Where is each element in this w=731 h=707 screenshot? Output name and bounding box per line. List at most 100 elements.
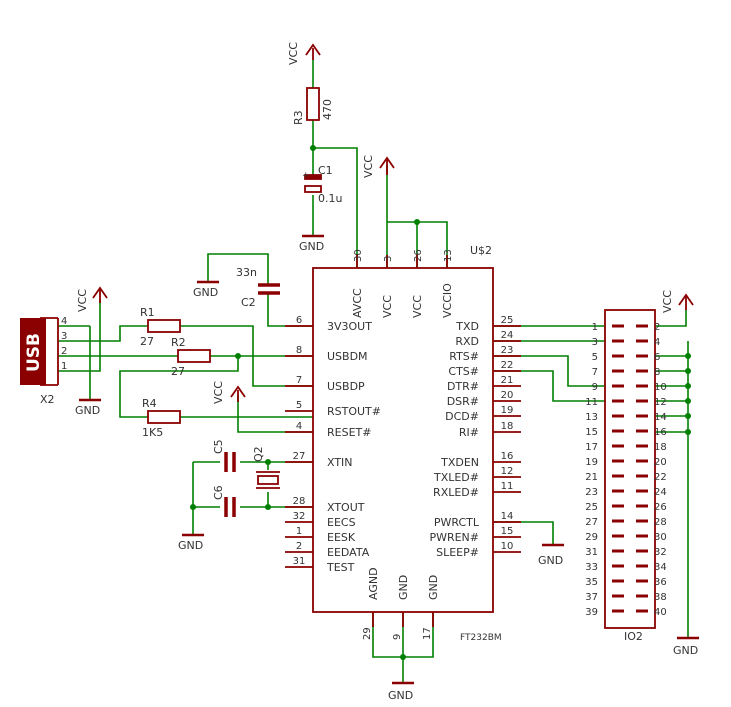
c2-label: C2 <box>241 296 256 309</box>
ic-model: FT232BM <box>460 633 502 643</box>
ic-pin-name: RXD <box>455 335 479 348</box>
header-pin-number: 29 <box>585 532 598 543</box>
header-pin-number: 39 <box>585 607 598 618</box>
header-pin-number: 4 <box>654 337 660 348</box>
junction <box>685 383 691 389</box>
junction <box>265 459 271 465</box>
r2-resistor <box>177 349 211 363</box>
ic-right-stubs <box>493 325 521 553</box>
ic-pin-number: 26 <box>413 249 424 262</box>
header-pin-number: 7 <box>592 367 598 378</box>
header-pin-number: 19 <box>585 457 598 468</box>
junction <box>414 219 420 225</box>
header-io2-body <box>604 309 656 629</box>
header-pin-number: 40 <box>654 607 667 618</box>
ic-pin-number: 28 <box>293 496 306 507</box>
ic-pin-number: 12 <box>501 466 514 477</box>
wire-c2-gnd <box>207 253 269 284</box>
ic-pin-name: RESET# <box>327 426 371 439</box>
header-pin-number: 1 <box>592 322 598 333</box>
r2-label: R2 <box>171 336 186 349</box>
vcc-label: VCC <box>212 381 225 404</box>
header-pin-number: 26 <box>654 502 667 513</box>
ic-pin-name: DCD# <box>445 410 479 423</box>
ic-pin-name: USBDP <box>327 380 365 393</box>
ic-pin-number: 6 <box>296 315 302 326</box>
ic-pin-number: 19 <box>501 405 514 416</box>
usb-name: X2 <box>40 393 55 406</box>
gnd-label: GND <box>193 286 218 299</box>
ic-pin-name: TEST <box>326 561 355 574</box>
vcc-arrow <box>305 43 321 60</box>
junction <box>310 145 316 151</box>
header-pin-number: 8 <box>654 367 660 378</box>
ic-pin-number: 2 <box>296 541 302 552</box>
wire-hdr-vcc <box>655 310 687 327</box>
c1-label: C1 <box>318 164 333 177</box>
c1-polarity: + <box>302 171 310 181</box>
junction <box>685 398 691 404</box>
header-pin-number: 2 <box>654 322 660 333</box>
header-pin-number: 38 <box>654 592 667 603</box>
ic-pin-name: AGND <box>367 567 380 600</box>
ic-pin-name: 3V3OUT <box>327 320 372 333</box>
junction <box>400 654 406 660</box>
ic-pin-number: 23 <box>501 345 514 356</box>
header-pin-number: 17 <box>585 442 598 453</box>
r3-resistor <box>306 87 320 121</box>
c1-capacitor-plate <box>304 185 322 193</box>
wire-avcc <box>313 147 358 268</box>
ic-pin-number: 31 <box>293 556 306 567</box>
ic-pin-name: AVCC <box>351 288 364 318</box>
ic-pin-name: DTR# <box>447 380 479 393</box>
header-pin-number: 14 <box>654 412 667 423</box>
wire-c6-q2 <box>240 492 269 508</box>
wire-cts <box>493 370 605 402</box>
ic-pin-name: RI# <box>459 426 479 439</box>
header-pin-number: 22 <box>654 472 667 483</box>
ic-pin-name: XTIN <box>327 456 353 469</box>
header-pin-number: 28 <box>654 517 667 528</box>
header-pin-number: 33 <box>585 562 598 573</box>
usb-pin-number: 2 <box>61 346 67 357</box>
ic-left-stubs <box>285 325 313 568</box>
header-pin-number: 27 <box>585 517 598 528</box>
ic-pin-name: VCCIO <box>441 283 454 318</box>
q2-crystal-body <box>257 475 279 485</box>
ic-pin-number: 4 <box>296 421 302 432</box>
ic-pin-name: CTS# <box>448 365 479 378</box>
header-pin-number: 5 <box>592 352 598 363</box>
junction <box>685 413 691 419</box>
header-pin-number: 3 <box>592 337 598 348</box>
r3-label: R3 <box>292 110 305 125</box>
vcc-arrow <box>230 385 246 402</box>
ic-pin-name: GND <box>397 575 410 600</box>
wires <box>58 60 689 683</box>
r1-value: 27 <box>140 335 154 348</box>
ic-pin-number: 22 <box>501 360 514 371</box>
ic-pin-name: PWRCTL <box>434 516 480 529</box>
ic-pin-number: 18 <box>501 421 514 432</box>
wire-vcc-bus <box>387 221 448 268</box>
ic-pin-name: RTS# <box>449 350 479 363</box>
vcc-arrow <box>678 293 694 310</box>
ic-pin-number: 30 <box>353 249 364 262</box>
gnd-label: GND <box>299 240 324 253</box>
r2-value: 27 <box>171 365 185 378</box>
r4-value: 1K5 <box>142 426 163 439</box>
wire-usb-3 <box>58 325 148 342</box>
gnd-label: GND <box>75 404 100 417</box>
ic-pin-name: PWREN# <box>429 531 479 544</box>
ic-pin-number: 8 <box>296 345 302 356</box>
ic-name: U$2 <box>470 244 492 257</box>
c5-label: C5 <box>212 439 225 454</box>
wire-usb-1-vcc <box>58 300 101 372</box>
ic-pin-name: USBDM <box>327 350 368 363</box>
usb-pin-number: 3 <box>61 331 67 342</box>
header-pin-number: 15 <box>585 427 598 438</box>
junctions <box>190 145 691 660</box>
c1-value: 0.1u <box>318 192 342 205</box>
